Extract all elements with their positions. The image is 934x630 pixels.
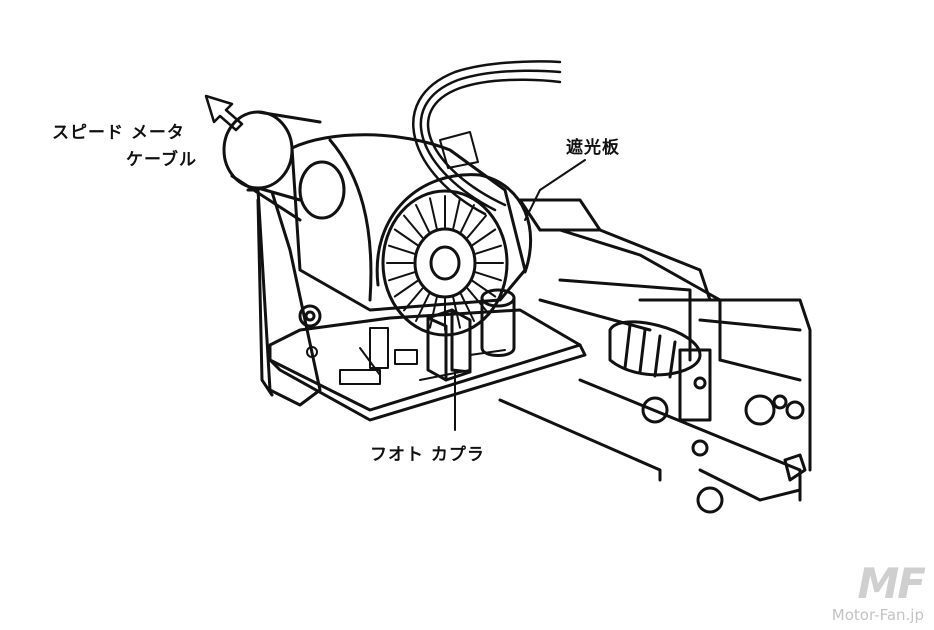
disk-slot [466,214,487,239]
disk-slot [403,287,424,312]
circuit-board [268,308,587,422]
disk-slot [471,280,497,298]
mounting-bracket [246,188,322,407]
disk-slot [415,204,430,233]
wire-bundle [412,60,562,216]
disk-slot [471,228,497,246]
disk-slot [460,293,475,322]
watermark-brand: MF [857,559,927,608]
capacitor [480,288,516,357]
gear-housing [498,198,812,502]
housing [290,133,533,312]
disk-slot [388,271,416,282]
shade-plate-disk [381,189,509,337]
disk-slot [452,197,461,230]
label-speedometer-cable-line1: スピード メータ [52,123,185,143]
watermark: MF Motor-Fan.jp [831,559,927,625]
disk-slot [393,228,419,246]
worm-gear [608,320,724,514]
disk-slot [393,280,419,298]
sprocket-gear [744,394,807,482]
leader-shade-plate [524,159,586,221]
label-shade-plate: 遮光板 [566,138,620,158]
photo-coupler [426,308,472,382]
disk-slot [474,244,502,255]
label-photo-coupler: フオト カプラ [370,445,485,465]
disk-slot [429,296,438,329]
disk-slot [403,214,424,239]
disk-slot [429,197,438,230]
cable-direction-arrow [204,94,244,132]
label-speedometer-cable-line2: ケーブル [126,150,197,170]
disk-slot [388,244,416,255]
disk-slot [460,204,475,233]
disk-slot [474,271,502,282]
watermark-site: Motor-Fan.jp [831,606,924,624]
speedometer-cable-connector [222,110,346,222]
leader-lines [454,159,586,431]
